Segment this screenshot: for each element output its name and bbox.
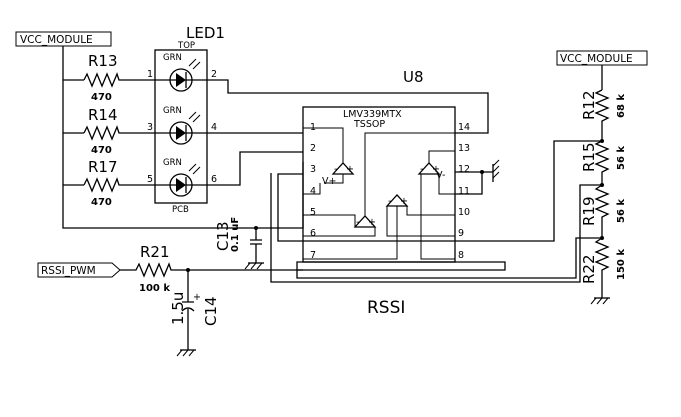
capacitor-c14: + 1.5u C14 bbox=[169, 270, 220, 350]
port-vcc-module-left: VCC_MODULE bbox=[15, 31, 112, 47]
port-vcc-module-left-label: VCC_MODULE bbox=[20, 34, 93, 46]
capacitor-c13-value: 0.1 uF bbox=[230, 217, 241, 252]
comparator-a-icon: - + bbox=[331, 162, 355, 175]
comparator-a-plus: + bbox=[346, 164, 354, 175]
led-diode-icon bbox=[155, 111, 207, 145]
resistor-r14-value: 470 bbox=[91, 145, 112, 156]
resistor-r17-ref: R17 bbox=[88, 158, 118, 176]
led-ic-wiring bbox=[207, 79, 489, 186]
led1-pin-3: 3 bbox=[147, 122, 153, 133]
ground-icon bbox=[176, 349, 196, 357]
ic-vplus-label: V+ bbox=[322, 176, 336, 187]
ic-pin-11: 11 bbox=[458, 186, 470, 197]
ic-pin-14: 14 bbox=[458, 122, 470, 133]
resistor-r21-ref: R21 bbox=[140, 243, 170, 261]
resistor-r17-value: 470 bbox=[91, 197, 112, 208]
led1-ref: LED1 bbox=[186, 24, 225, 42]
ground-icon bbox=[244, 262, 264, 270]
capacitor-c13: C13 0.1 uF bbox=[214, 217, 262, 263]
capacitor-c13-ref: C13 bbox=[214, 221, 232, 251]
ic-pin-6: 6 bbox=[310, 228, 316, 239]
resistor-r19-ref: R19 bbox=[580, 196, 598, 226]
resistor-r14-ref: R14 bbox=[88, 106, 118, 124]
ic-u8-ref: U8 bbox=[403, 68, 424, 86]
comparator-d-minus: - bbox=[420, 164, 423, 175]
ic-pin-8: 8 bbox=[458, 250, 464, 261]
block-label-rssi: RSSI bbox=[367, 298, 405, 318]
comparator-c-plus: + bbox=[400, 196, 408, 207]
capacitor-c14-value: 1.5u bbox=[169, 292, 187, 325]
resistor-r21-value: 100 k bbox=[139, 283, 170, 294]
led1-grn-label: GRN bbox=[163, 158, 182, 168]
resistor-r14: R14 470 bbox=[83, 106, 155, 156]
led1-pin-6: 6 bbox=[211, 174, 217, 185]
resistor-r12-value: 68 k bbox=[616, 94, 627, 118]
led1: LED1 TOP PCB GRN GRN GRN 1 2 3 4 5 6 bbox=[147, 24, 225, 215]
resistor-r13-value: 470 bbox=[91, 92, 112, 103]
port-rssi-pwm: RSSI_PWM bbox=[37, 262, 121, 278]
resistor-r13: R13 470 bbox=[83, 52, 155, 103]
resistor-r22: R22 150 k bbox=[580, 237, 627, 298]
led1-pin-2: 2 bbox=[211, 69, 217, 80]
port-rssi-pwm-label: RSSI_PWM bbox=[41, 265, 96, 277]
ic-u8: U8 LMV339MTX TSSOP 1 2 3 4 5 6 7 14 13 1… bbox=[302, 68, 470, 263]
resistor-r15-value: 56 k bbox=[616, 146, 627, 170]
resistor-r19-value: 56 k bbox=[616, 199, 627, 223]
ground-icon bbox=[590, 297, 610, 305]
resistor-r15-ref: R15 bbox=[580, 142, 598, 172]
divider-tap-wiring bbox=[270, 139, 604, 283]
ic-pin-9: 9 bbox=[458, 228, 464, 239]
led-diode-icon bbox=[155, 163, 207, 197]
ic-pin-7: 7 bbox=[310, 250, 316, 261]
comparator-b-plus: + bbox=[368, 217, 376, 228]
led1-pin-1: 1 bbox=[147, 69, 153, 80]
ic-vminus-label: V- bbox=[436, 170, 445, 181]
ic-pin-4: 4 bbox=[310, 186, 316, 197]
led1-pcb-label: PCB bbox=[172, 205, 189, 215]
comparator-d-plus: + bbox=[432, 164, 440, 175]
ic-pin-2: 2 bbox=[310, 143, 316, 154]
comparator-b-icon: - + bbox=[353, 215, 377, 228]
led1-grn-label: GRN bbox=[163, 106, 182, 116]
comparator-c-minus: - bbox=[388, 196, 391, 207]
resistor-r13-ref: R13 bbox=[88, 52, 118, 70]
ic-pin-5: 5 bbox=[310, 207, 316, 218]
led1-pin-5: 5 bbox=[147, 174, 153, 185]
resistor-r12-ref: R12 bbox=[580, 90, 598, 120]
comparator-b-minus: - bbox=[356, 217, 359, 228]
capacitor-c14-polarity: + bbox=[193, 292, 201, 303]
resistor-r17: R17 470 bbox=[83, 158, 155, 208]
resistor-r15: R15 56 k bbox=[580, 140, 627, 185]
resistor-r22-ref: R22 bbox=[580, 254, 598, 284]
resistor-r22-value: 150 k bbox=[616, 249, 627, 280]
comparator-d-icon: - + bbox=[417, 162, 441, 175]
led-diode-icon bbox=[155, 58, 207, 92]
resistor-r12: R12 68 k bbox=[580, 89, 627, 141]
port-vcc-module-right: VCC_MODULE bbox=[556, 50, 648, 66]
ic-pin-3: 3 bbox=[310, 164, 316, 175]
ic-pin-13: 13 bbox=[458, 143, 470, 154]
ground-icon bbox=[492, 159, 500, 182]
led1-pin-4: 4 bbox=[211, 122, 217, 133]
ic-pin-10: 10 bbox=[458, 207, 470, 218]
port-vcc-module-right-label: VCC_MODULE bbox=[560, 53, 633, 65]
led1-grn-label: GRN bbox=[163, 53, 182, 63]
ic-pin-12: 12 bbox=[458, 164, 470, 175]
comparator-a-minus: - bbox=[334, 164, 337, 175]
resistor-r21: R21 100 k bbox=[120, 243, 303, 294]
capacitor-c14-ref: C14 bbox=[202, 296, 220, 326]
ic-u8-part: LMV339MTX bbox=[343, 109, 402, 120]
ic-u8-package: TSSOP bbox=[353, 119, 385, 130]
led1-top-label: TOP bbox=[177, 41, 195, 51]
comparator-c-icon: - + bbox=[385, 194, 409, 207]
resistor-r19: R19 56 k bbox=[580, 184, 627, 238]
ic-ground-wiring bbox=[455, 170, 493, 195]
